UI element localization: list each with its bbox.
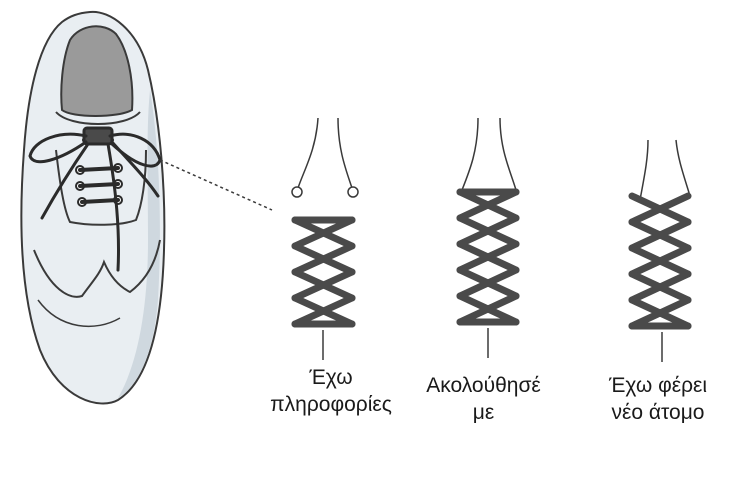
- caption-line: με: [472, 401, 495, 424]
- shoe-vamp: [55, 149, 147, 226]
- lace-cross: [291, 216, 356, 328]
- caption-pattern-2: Ακολούθησέ με: [406, 372, 561, 426]
- eyelet: [347, 186, 359, 198]
- shoe-icon: [20, 10, 166, 405]
- caption-line: νέο άτομο: [611, 401, 705, 424]
- caption-line: Έχω: [309, 366, 353, 389]
- caption-line: Έχω φέρει: [608, 374, 708, 397]
- caption-line: Ακολούθησέ: [426, 374, 541, 397]
- lace-ends: [297, 117, 353, 189]
- lace-cross: [456, 188, 520, 326]
- lace-pattern-2: [456, 117, 520, 358]
- caption-pattern-3: Έχω φέρει νέο άτομο: [588, 372, 728, 426]
- lace-pattern-1: [291, 117, 359, 360]
- lace-ends: [639, 139, 691, 201]
- shoe-toe-cap: [33, 239, 161, 298]
- lace-ends: [461, 117, 517, 191]
- shoe-collar: [55, 111, 141, 125]
- caption-line: πληροφορίες: [270, 393, 392, 416]
- lace-cross: [628, 192, 692, 330]
- shoe-toe-line: [37, 299, 121, 328]
- eyelet: [291, 186, 303, 198]
- lace-pattern-3: [628, 139, 692, 362]
- shoe-opening: [60, 25, 134, 117]
- connector-line: [159, 159, 273, 211]
- caption-pattern-1: Έχω πληροφορίες: [256, 364, 406, 418]
